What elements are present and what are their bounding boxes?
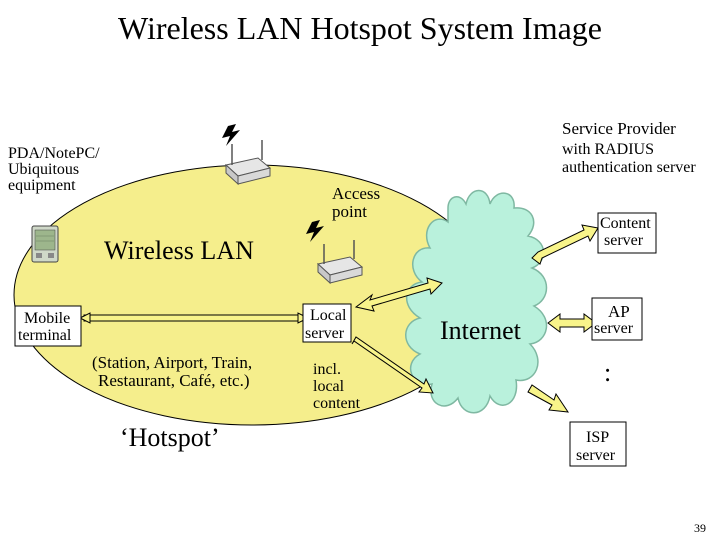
hotspot-examples-line1: (Station, Airport, Train, (92, 353, 253, 372)
internet-cloud (405, 189, 548, 414)
access-point-icon (224, 140, 272, 186)
ap-server-label-line1: AP (608, 302, 630, 321)
content-server-label-line1: Content (600, 215, 651, 232)
link-internet-isp-server (527, 384, 570, 413)
hotspot-label: ‘Hotspot’ (120, 423, 220, 452)
content-server-label-line2: server (604, 232, 644, 249)
service-provider-label-line3: authentication server (562, 159, 696, 176)
mobile-terminal-box (14, 305, 82, 347)
page-title: Wireless LAN Hotspot System Image (118, 10, 602, 46)
lan-connection (78, 312, 310, 324)
pda-label-line3: equipment (8, 177, 76, 194)
link-internet-ap-server (547, 313, 597, 333)
local-content-label-line1: incl. (313, 361, 341, 378)
lightning-icon (222, 124, 240, 146)
local-server-box (302, 303, 352, 343)
isp-server-box (569, 421, 627, 467)
pda-label-line1: PDA/NotePC/ (8, 145, 100, 162)
local-content-label-line2: local (313, 378, 345, 395)
service-provider-label-line1: Service Provider (562, 119, 676, 138)
content-server-box (597, 212, 657, 254)
local-access-point-icon (316, 240, 364, 285)
wireless-lan-label: Wireless LAN (104, 236, 254, 265)
server-boxes (14, 212, 657, 467)
link-internet-content-server (531, 224, 599, 265)
link-local-server-internet (354, 277, 443, 312)
mobile-terminal-label-line2: terminal (18, 327, 72, 344)
link-local-content-internet (351, 336, 434, 394)
mobile-terminal-label-line1: Mobile (24, 310, 71, 327)
pda-icon (31, 225, 59, 263)
internet-label: Internet (440, 316, 521, 345)
ap-server-label-line2: server (594, 320, 634, 337)
isp-server-label-line2: server (576, 447, 616, 464)
access-point-label-line1: Access (332, 184, 381, 203)
hotspot-examples-line2: Restaurant, Café, etc.) (98, 371, 250, 390)
more-servers-ellipsis: : (604, 358, 612, 387)
local-server-label-line2: server (305, 325, 345, 342)
pda-label-line2: Ubiquitous (8, 161, 80, 178)
isp-server-label-line1: ISP (586, 429, 610, 446)
page-number: 39 (694, 521, 706, 535)
ap-server-box (591, 297, 643, 341)
local-content-label-line3: content (313, 395, 361, 412)
lightning-icon (306, 220, 324, 242)
access-point-label-line2: point (332, 202, 367, 221)
service-provider-label-line2: with RADIUS (562, 141, 655, 158)
local-server-label-line1: Local (310, 307, 347, 324)
